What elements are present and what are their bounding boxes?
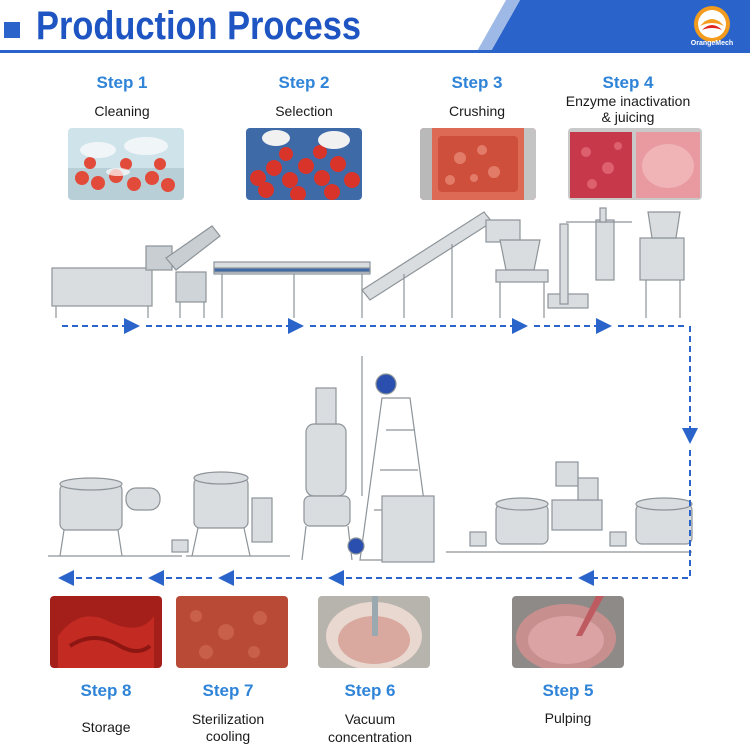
step-1-caption: Cleaning [94,103,150,119]
storage-tanks [48,477,189,557]
step-6-caption-line2: concentration [327,729,413,745]
flow-arrows [58,318,698,586]
step-1-number: Step 1 [96,73,148,92]
step-6-photo [318,596,430,668]
page-title: Production Process [36,4,361,48]
header-angle-decoration [476,0,750,53]
vacuum-concentrator [301,356,435,563]
step-6-caption-line1: Vacuum [344,711,396,727]
step-4-number: Step 4 [602,73,654,92]
step-5-photo [512,596,624,668]
sterilizer-tank [186,471,290,557]
pulping-machine [446,461,693,553]
step-5-number: Step 5 [542,681,594,700]
step-8-caption: Storage [81,719,131,735]
logo-text: OrangeMech [690,40,734,47]
preheater-and-juicer [547,207,685,318]
company-logo [694,6,730,42]
step-3-photo [420,128,536,200]
washing-machine [51,225,221,318]
step-8-photo [50,596,162,668]
header-rule [0,50,750,53]
step-7-caption-line1: Sterilization [191,711,265,727]
step-2-caption: Selection [275,103,333,119]
step-7-number: Step 7 [202,681,254,700]
step-4-caption-line2: & juicing [601,109,655,125]
step-3-caption: Crushing [448,103,506,119]
elevator-and-crusher [361,211,549,318]
step-5-caption: Pulping [544,710,592,726]
step-6-number: Step 6 [344,681,396,700]
step-2-number: Step 2 [278,73,330,92]
header-square-icon [4,22,20,38]
step-4-caption-line1: Enzyme inactivation [565,93,691,109]
step-7-photo [176,596,288,668]
step-2-photo [246,128,362,200]
step-1-photo [68,128,184,200]
step-4-photo [568,128,702,200]
step-3-number: Step 3 [451,73,503,92]
step-8-number: Step 8 [80,681,132,700]
sorting-conveyor [213,261,371,318]
step-7-caption-line2: cooling [205,728,251,744]
